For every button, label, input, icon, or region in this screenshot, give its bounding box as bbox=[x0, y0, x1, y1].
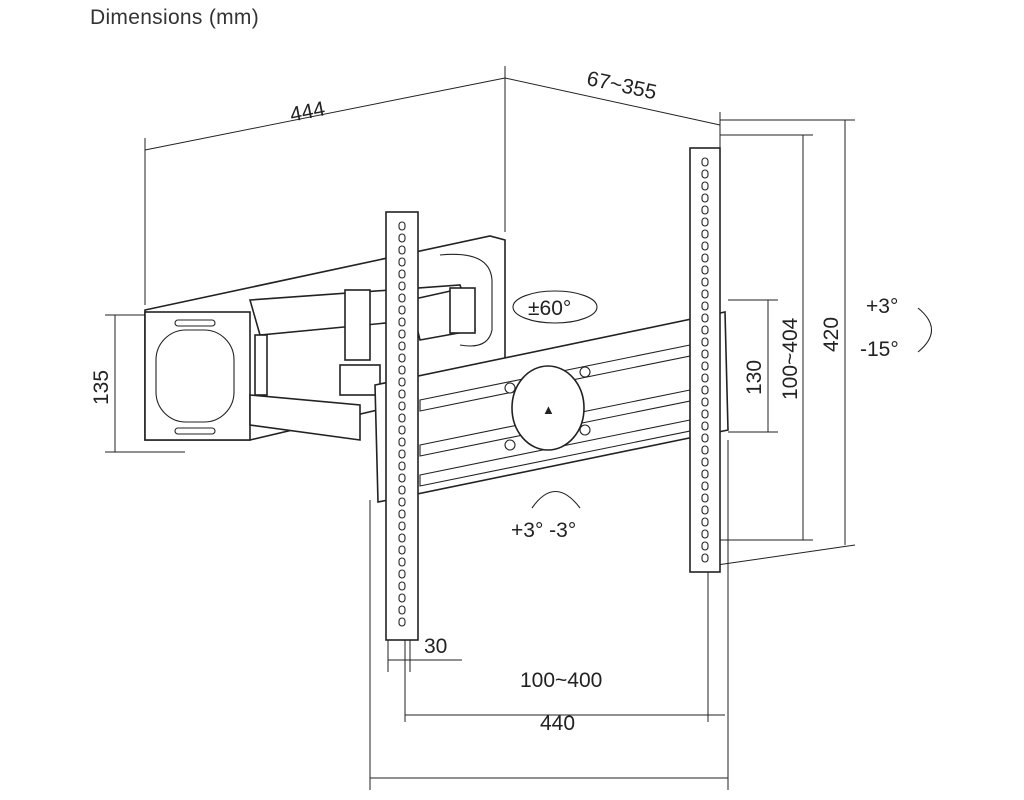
rail-hole bbox=[701, 481, 709, 491]
rail-hole bbox=[398, 257, 406, 267]
rail-hole bbox=[398, 449, 406, 459]
rail-hole bbox=[398, 365, 406, 375]
rail-hole bbox=[701, 337, 709, 347]
rail-hole bbox=[398, 293, 406, 303]
rail-hole bbox=[701, 385, 709, 395]
rail-hole bbox=[701, 157, 709, 167]
label-rail-height: 420 bbox=[820, 317, 843, 352]
rail-hole bbox=[701, 397, 709, 407]
rail-hole bbox=[701, 553, 709, 563]
label-swivel: ±60° bbox=[528, 297, 571, 320]
rail-hole bbox=[398, 437, 406, 447]
rail-hole bbox=[701, 505, 709, 515]
rail-hole bbox=[398, 485, 406, 495]
rail-hole bbox=[398, 581, 406, 591]
rail-hole bbox=[701, 253, 709, 263]
rail-hole bbox=[398, 269, 406, 279]
rail-hole bbox=[398, 233, 406, 243]
center-arrow-icon: ▲ bbox=[542, 402, 555, 417]
rail-hole bbox=[701, 493, 709, 503]
tilt-arrow-icon bbox=[917, 307, 933, 353]
rail-hole bbox=[701, 457, 709, 467]
rail-hole bbox=[398, 305, 406, 315]
rail-hole bbox=[701, 325, 709, 335]
rail-hole bbox=[701, 229, 709, 239]
rail-hole bbox=[398, 593, 406, 603]
rail-hole bbox=[701, 205, 709, 215]
rail-hole bbox=[398, 377, 406, 387]
rail-hole bbox=[701, 433, 709, 443]
diagram-title: Dimensions (mm) bbox=[90, 6, 260, 29]
rail-hole bbox=[701, 361, 709, 371]
label-wall-plate-height: 135 bbox=[90, 370, 113, 405]
rail-hole bbox=[701, 265, 709, 275]
rotation-arrow-icon bbox=[531, 491, 581, 509]
label-wall-plate-width: 444 bbox=[288, 97, 327, 126]
rail-hole bbox=[398, 353, 406, 363]
rail-hole bbox=[398, 473, 406, 483]
label-vesa-vertical: 100~404 bbox=[779, 317, 802, 400]
rail-hole bbox=[398, 497, 406, 507]
rail-hole bbox=[701, 289, 709, 299]
rail-hole bbox=[398, 509, 406, 519]
label-overall-width: 440 bbox=[540, 712, 575, 735]
rail-hole bbox=[701, 541, 709, 551]
right-rail bbox=[689, 147, 721, 573]
rail-hole bbox=[701, 181, 709, 191]
rail-hole bbox=[398, 401, 406, 411]
rail-hole bbox=[701, 421, 709, 431]
rail-hole bbox=[398, 389, 406, 399]
label-rotation: +3° -3° bbox=[511, 519, 576, 542]
label-tilt-up: +3° bbox=[866, 295, 898, 318]
rail-hole bbox=[701, 349, 709, 359]
rail-hole bbox=[398, 569, 406, 579]
label-rail-width: 30 bbox=[424, 635, 447, 658]
label-extension: 67~355 bbox=[585, 67, 659, 104]
rail-hole bbox=[701, 241, 709, 251]
rail-hole bbox=[398, 461, 406, 471]
rail-hole bbox=[701, 313, 709, 323]
label-bracket-height: 130 bbox=[743, 360, 766, 395]
rail-hole bbox=[701, 277, 709, 287]
rail-hole bbox=[398, 425, 406, 435]
rail-hole bbox=[398, 281, 406, 291]
rail-hole bbox=[398, 557, 406, 567]
dimension-lines bbox=[105, 66, 856, 790]
rail-hole bbox=[398, 605, 406, 615]
rail-hole bbox=[701, 169, 709, 179]
rail-hole bbox=[398, 317, 406, 327]
rail-hole bbox=[398, 221, 406, 231]
rail-hole bbox=[701, 517, 709, 527]
rail-hole bbox=[398, 533, 406, 543]
rail-hole bbox=[701, 193, 709, 203]
label-tilt-down: -15° bbox=[860, 338, 899, 361]
rail-hole bbox=[398, 521, 406, 531]
rail-hole bbox=[701, 529, 709, 539]
rail-hole bbox=[398, 413, 406, 423]
rail-hole bbox=[701, 373, 709, 383]
rail-hole bbox=[701, 445, 709, 455]
rail-hole bbox=[398, 545, 406, 555]
rail-hole bbox=[398, 617, 406, 627]
left-rail bbox=[385, 211, 419, 641]
rail-hole bbox=[701, 217, 709, 227]
label-vesa-horizontal: 100~400 bbox=[520, 669, 602, 692]
swivel-arrow-icon bbox=[512, 290, 598, 324]
rail-hole bbox=[398, 341, 406, 351]
rail-hole bbox=[398, 245, 406, 255]
rail-hole bbox=[701, 409, 709, 419]
rail-hole bbox=[701, 301, 709, 311]
rail-hole bbox=[701, 469, 709, 479]
rail-hole bbox=[398, 329, 406, 339]
tv-bracket-plate: ▲ bbox=[374, 311, 729, 503]
